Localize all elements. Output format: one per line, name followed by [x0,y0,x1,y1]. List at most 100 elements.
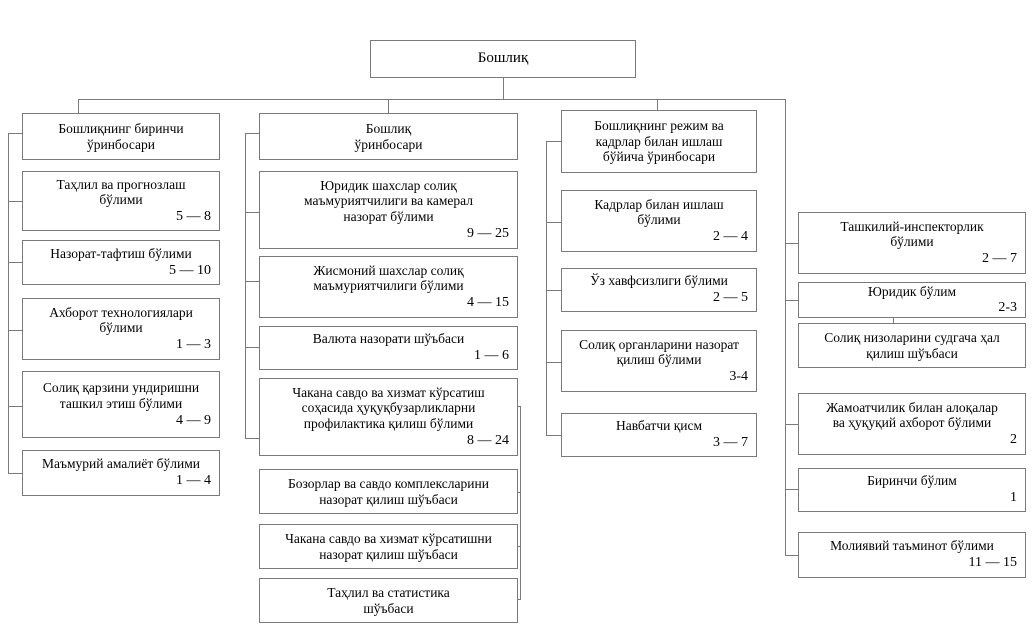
node-col4-item-5[interactable]: Молиявий таъминот бўлими 11 — 15 [798,532,1026,578]
node-code: 4 — 9 [176,412,211,428]
node-label: Валюта назорати шўъбаси [312,331,465,347]
node-label: Бозорлар ва савдо комплексларини назорат… [288,475,489,507]
node-col4-item-0[interactable]: Ташкилий-инспекторлик бўлими 2 — 7 [798,212,1026,274]
connector-spine-col1 [8,133,9,473]
node-col1-item-3[interactable]: Солиқ қарзини ундиришни ташкил этиш бўли… [22,371,220,438]
connector-stub-col3-2 [546,362,561,363]
node-col2-item-4[interactable]: Бозорлар ва савдо комплексларини назорат… [259,469,518,514]
node-root-label: Бошлиқ [477,50,529,67]
connector-stub-col2r-4 [517,492,521,493]
connector-stub-col4-1 [785,300,798,301]
node-col1-head[interactable]: Бошлиқнинг биринчи ўринбосари [22,113,220,160]
connector-spine-col2 [245,133,246,438]
node-code: 8 — 24 [467,433,509,449]
connector-main-bus [78,99,786,100]
connector-spine-col2-right [520,406,521,599]
node-label: Юридик шахслар солиқ маъмуриятчилиги ва … [304,177,473,225]
connector-stub-col4-0 [785,243,798,244]
node-label: Жамоатчилик билан алоқалар ва ҳуқуқий ах… [826,399,998,431]
connector-drop-col2 [388,99,389,113]
connector-stub-col1-head [8,133,23,134]
connector-root-trunk [503,77,504,100]
node-label: Ташкилий-инспекторлик бўлими [840,218,984,250]
node-label: Солиқ қарзини ундиришни ташкил этиш бўли… [42,380,200,411]
node-code: 9 — 25 [467,226,509,242]
connector-stub-col2-2 [245,347,259,348]
node-code: 1 [1010,490,1017,506]
node-code: 2-3 [998,300,1017,316]
node-label: Назорат-тафтиш бўлими [50,245,192,261]
node-code: 2 [1010,432,1017,448]
connector-stub-col2-0 [245,212,259,213]
node-label: Навбатчи қисм [615,418,703,434]
node-label: Бошлиқ ўринбосари [354,120,423,152]
node-code: 5 — 8 [176,209,211,225]
connector-stub-col1-2 [8,330,23,331]
connector-stub-col1-3 [8,406,23,407]
node-label: Солиқ органларини назорат қилиш бўлими [579,336,739,368]
node-col3-item-3[interactable]: Навбатчи қисм 3 — 7 [561,413,757,457]
node-col1-item-0[interactable]: Таҳлил ва прогнозлаш бўлими 5 — 8 [22,171,220,231]
node-col3-item-0[interactable]: Кадрлар билан ишлаш бўлими 2 — 4 [561,190,757,252]
node-label: Чакана савдо ва хизмат кўрсатишни назора… [285,530,492,562]
node-col4-item-4[interactable]: Биринчи бўлим 1 [798,468,1026,512]
connector-stub-col2-head [245,133,259,134]
node-col2-item-3[interactable]: Чакана савдо ва хизмат кўрсатиш соҳасида… [259,378,518,456]
node-code: 4 — 15 [467,295,509,311]
connector-drop-col1 [78,99,79,113]
node-code: 1 — 4 [176,473,211,489]
connector-stub-col4-3 [785,424,798,425]
node-col2-head[interactable]: Бошлиқ ўринбосари [259,113,518,160]
node-col3-item-1[interactable]: Ўз хавфсизлиги бўлими 2 — 5 [561,268,757,312]
node-col1-item-2[interactable]: Ахборот технологиялари бўлими 1 — 3 [22,298,220,360]
node-label: Таҳлил ва статистика шўъбаси [327,584,450,616]
connector-stub-col3-head [546,141,561,142]
connector-stub-col1-1 [8,262,23,263]
connector-stub-col3-1 [546,290,561,291]
node-col2-item-0[interactable]: Юридик шахслар солиқ маъмуриятчилиги ва … [259,171,518,249]
node-label: Ахборот технологиялари бўлими [49,304,193,336]
node-col1-item-1[interactable]: Назорат-тафтиш бўлими 5 — 10 [22,240,220,285]
node-label: Кадрлар билан ишлаш бўлими [594,196,724,228]
node-label: Биринчи бўлим [867,473,957,489]
node-code: 2 — 7 [982,251,1017,267]
node-col4-item-1[interactable]: Юридик бўлим 2-3 [798,282,1026,318]
node-root[interactable]: Бошлиқ [370,40,636,78]
node-code: 2 — 5 [713,290,748,306]
connector-stub-col3-0 [546,222,561,223]
connector-spine-col3 [546,141,547,435]
node-label: Солиқ низоларини судгача ҳал қилиш шўъба… [824,329,1000,361]
node-col2-item-6[interactable]: Таҳлил ва статистика шўъбаси [259,578,518,623]
connector-stub-col4-5 [785,555,798,556]
node-col2-item-1[interactable]: Жисмоний шахслар солиқ маъмуриятчилиги б… [259,256,518,318]
node-code: 11 — 15 [968,555,1017,571]
connector-drop-col3 [657,99,658,113]
connector-stub-col2r-6 [517,599,521,600]
connector-stub-col3-3 [546,435,561,436]
connector-stub-col1-0 [8,201,23,202]
node-label: Бошлиқнинг биринчи ўринбосари [58,120,184,152]
connector-stub-col1-4 [8,473,23,474]
node-label: Чакана савдо ва хизмат кўрсатиш соҳасида… [292,384,485,432]
node-code: 1 — 6 [474,348,509,364]
node-label: Молиявий таъминот бўлими [830,538,994,554]
connector-stub-col2r-5 [517,546,521,547]
node-code: 3 — 7 [713,435,748,451]
connector-stub-col2-1 [245,281,259,282]
node-label: Бошлиқнинг режим ва кадрлар билан ишлаш … [594,117,724,165]
node-code: 3-4 [729,369,748,385]
node-code: 1 — 3 [176,337,211,353]
node-label: Маъмурий амалиёт бўлими [42,456,200,472]
node-col4-item-3[interactable]: Жамоатчилик билан алоқалар ва ҳуқуқий ах… [798,393,1026,455]
node-col4-item-2[interactable]: Солиқ низоларини судгача ҳал қилиш шўъба… [798,323,1026,368]
node-col2-item-5[interactable]: Чакана савдо ва хизмат кўрсатишни назора… [259,524,518,569]
connector-stub-col4-4 [785,489,798,490]
connector-stub-col2-3 [245,438,259,439]
node-label: Юридик бўлим [867,283,956,299]
node-label: Жисмоний шахслар солиқ маъмуриятчилиги б… [313,262,464,294]
node-col3-head[interactable]: Бошлиқнинг режим ва кадрлар билан ишлаш … [561,110,757,173]
node-col3-item-2[interactable]: Солиқ органларини назорат қилиш бўлими 3… [561,330,757,392]
node-col1-item-4[interactable]: Маъмурий амалиёт бўлими 1 — 4 [22,450,220,496]
node-col2-item-2[interactable]: Валюта назорати шўъбаси 1 — 6 [259,326,518,370]
node-label: Таҳлил ва прогнозлаш бўлими [56,176,186,208]
